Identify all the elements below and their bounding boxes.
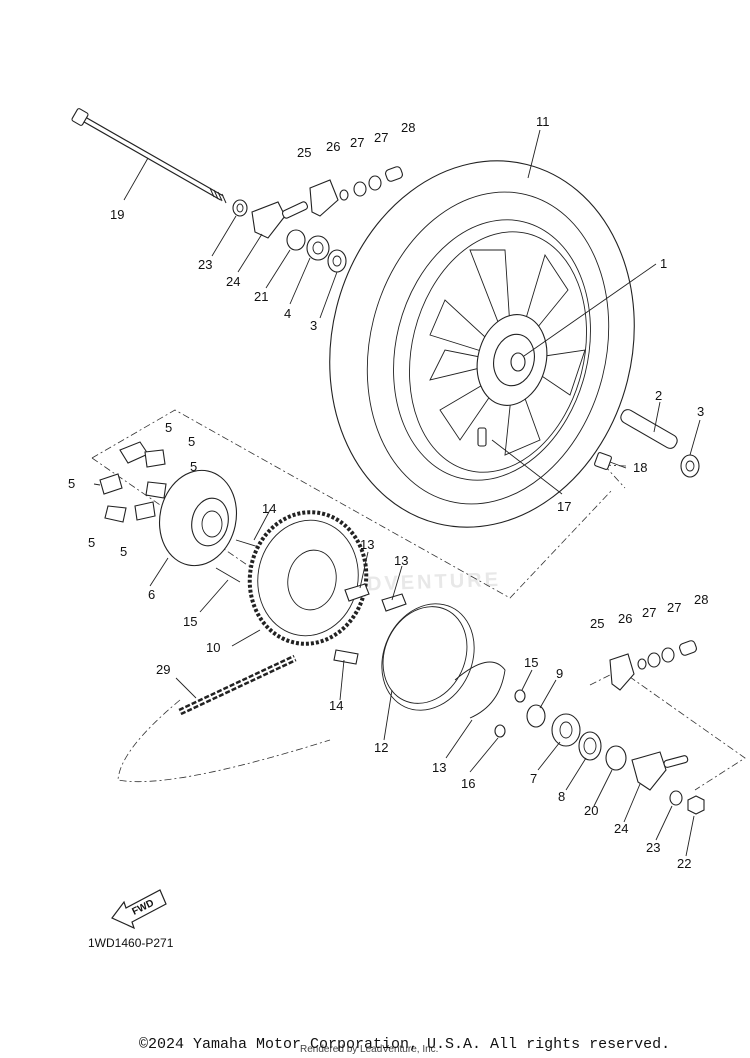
callout-24: 24 <box>614 821 628 836</box>
callout-14: 15 <box>183 614 197 629</box>
callout-15: 15 <box>524 655 538 670</box>
callout-7: 7 <box>530 771 537 786</box>
callout-3: 3 <box>310 318 317 333</box>
callout-14: 14 <box>262 501 276 516</box>
callout-5: 5 <box>68 476 75 491</box>
callout-4: 4 <box>284 306 291 321</box>
callout-10: 10 <box>206 640 220 655</box>
callout-28: 28 <box>694 592 708 607</box>
callout-23: 23 <box>646 840 660 855</box>
callout-13: 13 <box>360 537 374 552</box>
callout-27: 27 <box>350 135 364 150</box>
callout-27: 27 <box>374 130 388 145</box>
callout-28: 28 <box>401 120 415 135</box>
callout-8: 8 <box>558 789 565 804</box>
right-side-hardware <box>526 409 705 815</box>
callout-5: 5 <box>188 434 195 449</box>
callout-29: 29 <box>156 662 170 677</box>
callout-1: 1 <box>660 256 667 271</box>
callout-27: 27 <box>642 605 656 620</box>
callout-11: 12 <box>374 740 388 755</box>
rear-sprocket <box>247 510 369 646</box>
left-side-hardware <box>232 166 403 273</box>
callout-5: 5 <box>120 544 127 559</box>
callout-12: 13 <box>432 760 446 775</box>
leader-lines <box>93 129 701 857</box>
callout-18: 18 <box>633 460 647 475</box>
copyright-text: ©2024 Yamaha Motor Corporation, U.S.A. A… <box>139 1036 671 1053</box>
callout-24: 24 <box>226 274 240 289</box>
callout-26: 26 <box>618 611 632 626</box>
callout-9: 9 <box>556 666 563 681</box>
callout-25: 25 <box>297 145 311 160</box>
callout-13: 13 <box>394 553 408 568</box>
callout-27: 27 <box>667 600 681 615</box>
callout-16: 11 <box>536 114 550 129</box>
sprocket-guard-parts <box>333 583 526 738</box>
rendered-by-text: Rendered by LeadVenture, Inc. <box>300 1044 439 1055</box>
callout-5: 5 <box>88 535 95 550</box>
callout-13: 14 <box>329 698 343 713</box>
callout-5: 5 <box>190 459 197 474</box>
drive-chain <box>178 654 297 716</box>
diagram-code: 1WD1460-P271 <box>88 936 174 950</box>
hub-dampers <box>99 441 167 523</box>
callout-19: 19 <box>110 207 124 222</box>
callout-5: 5 <box>165 420 172 435</box>
rear-axle <box>71 108 227 204</box>
callout-6: 6 <box>148 587 155 602</box>
callout-labels: 11 1 2 3 3 4 5 5 5 5 5 5 6 7 8 9 10 12 1… <box>68 114 708 871</box>
callout-21: 21 <box>254 289 268 304</box>
callout-15: 16 <box>461 776 475 791</box>
callout-22: 22 <box>677 856 691 871</box>
rear-wheel-assembly <box>329 160 635 528</box>
callout-26: 26 <box>326 139 340 154</box>
fwd-arrow-icon: FWD <box>111 889 167 930</box>
callout-20: 20 <box>584 803 598 818</box>
callout-23: 23 <box>198 257 212 272</box>
callout-3: 3 <box>697 404 704 419</box>
callout-25: 25 <box>590 616 604 631</box>
callout-17: 17 <box>557 499 571 514</box>
callout-2: 2 <box>655 388 662 403</box>
valve-stem <box>477 427 487 447</box>
clutch-hub <box>158 469 263 583</box>
